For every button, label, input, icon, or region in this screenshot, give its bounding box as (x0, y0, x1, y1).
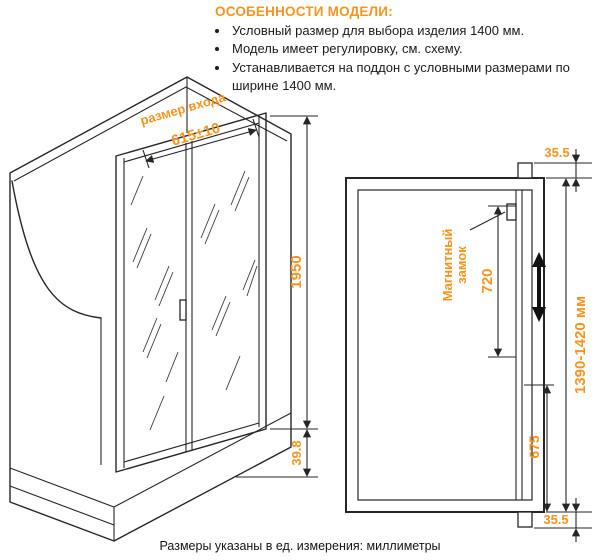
dim-bottom-bracket: 35.5 (534, 498, 592, 542)
dim-door-height: 1950 (270, 115, 318, 430)
features-header: ОСОБЕННОСТИ МОДЕЛИ: Условный размер для … (213, 4, 597, 96)
dim-top-bracket-value: 35.5 (544, 145, 569, 160)
feature-item: Устанавливается на поддон с условными ра… (230, 59, 597, 96)
door-stile (185, 141, 193, 452)
features-list: Условный размер для выбора изделия 1400 … (213, 22, 597, 96)
feature-item: Модель имеет регулировку, см. схему. (230, 40, 597, 58)
top-bracket (517, 162, 533, 179)
dim-height-range-value: 1390-1420 мм (572, 296, 589, 394)
feature-item: Условный размер для выбора изделия 1400 … (230, 22, 597, 40)
dim-lower-offset: 675 (524, 384, 554, 512)
door-handle (179, 299, 187, 321)
magnet-label: Магнитный замок (440, 211, 506, 302)
adjustment-profile (515, 190, 523, 500)
iso-view: размер входа 615±10 1950 39.8 (9, 76, 318, 542)
frame-inner (357, 189, 533, 501)
door-frame-outer (115, 112, 267, 473)
dim-door-height-value: 1950 (288, 255, 305, 288)
dim-entry-width-value: 615±10 (169, 120, 222, 150)
dim-magnet-offset-value: 720 (479, 268, 496, 293)
dim-magnet-offset: 720 (479, 205, 516, 358)
dim-bottom-bracket-value: 35.5 (543, 512, 568, 527)
magnet-label-line2: замок (454, 246, 469, 284)
dim-tray-height-value: 39.8 (289, 440, 304, 465)
wall-thickness-line (13, 86, 288, 182)
frame-outer (345, 177, 545, 513)
units-note: Размеры указаны в ед. измерения: миллиме… (159, 539, 441, 553)
dim-lower-offset-value: 675 (526, 435, 542, 459)
curved-wall-edge (11, 180, 102, 319)
front-view: Магнитный замок 720 1390-1420 мм (345, 145, 592, 542)
magnet-label-line1: Магнитный (440, 229, 455, 302)
glass-hatching (130, 170, 258, 431)
tray-top-edge (9, 412, 292, 508)
magnet-lock (506, 203, 517, 221)
dim-top-bracket: 35.5 (534, 145, 592, 192)
tray-apron-line (9, 485, 115, 526)
dim-tray-height: 39.8 (236, 429, 318, 478)
dim-height-range: 1390-1420 мм (546, 177, 592, 513)
adjust-arrow (532, 252, 546, 322)
bottom-bracket (517, 511, 533, 528)
features-title: ОСОБЕННОСТИ МОДЕЛИ: (215, 4, 393, 19)
